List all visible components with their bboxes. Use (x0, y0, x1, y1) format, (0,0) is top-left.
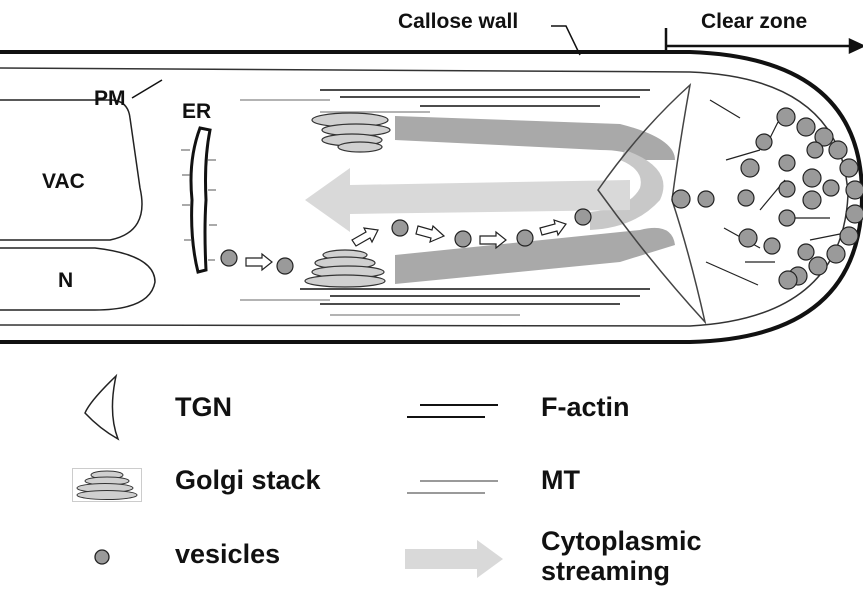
f-actin-legend-icon (405, 398, 500, 422)
endoplasmic-reticulum (191, 128, 210, 272)
legend-golgi-label: Golgi stack (175, 466, 321, 496)
tgn-legend-icon (82, 373, 126, 443)
legend-mt-label: MT (541, 466, 580, 496)
mt-legend-icon (405, 474, 500, 498)
golgi-stack-upper (312, 113, 390, 152)
clear-zone-label: Clear zone (701, 10, 807, 34)
vac-label: VAC (42, 170, 85, 194)
legend-tgn-label: TGN (175, 393, 232, 423)
pollen-tube-diagram (0, 0, 863, 360)
legend-vesicles-label: vesicles (175, 540, 280, 570)
pm-callout (132, 80, 162, 98)
legend-factin-label: F-actin (541, 393, 630, 423)
golgi-stack-lower (305, 250, 385, 287)
golgi-legend-icon (72, 468, 142, 502)
legend-streaming-line2: streaming (541, 557, 702, 587)
pm-label: PM (94, 87, 126, 111)
vesicle-legend-icon (92, 547, 112, 567)
nucleus (0, 248, 155, 310)
streaming-legend-icon (405, 538, 505, 580)
legend-streaming-label: Cytoplasmic streaming (541, 527, 702, 586)
callose-wall-label: Callose wall (398, 10, 518, 34)
er-label: ER (182, 100, 211, 124)
legend-streaming-line1: Cytoplasmic (541, 527, 702, 557)
clear-zone-vesicles (706, 100, 863, 289)
n-label: N (58, 269, 73, 293)
